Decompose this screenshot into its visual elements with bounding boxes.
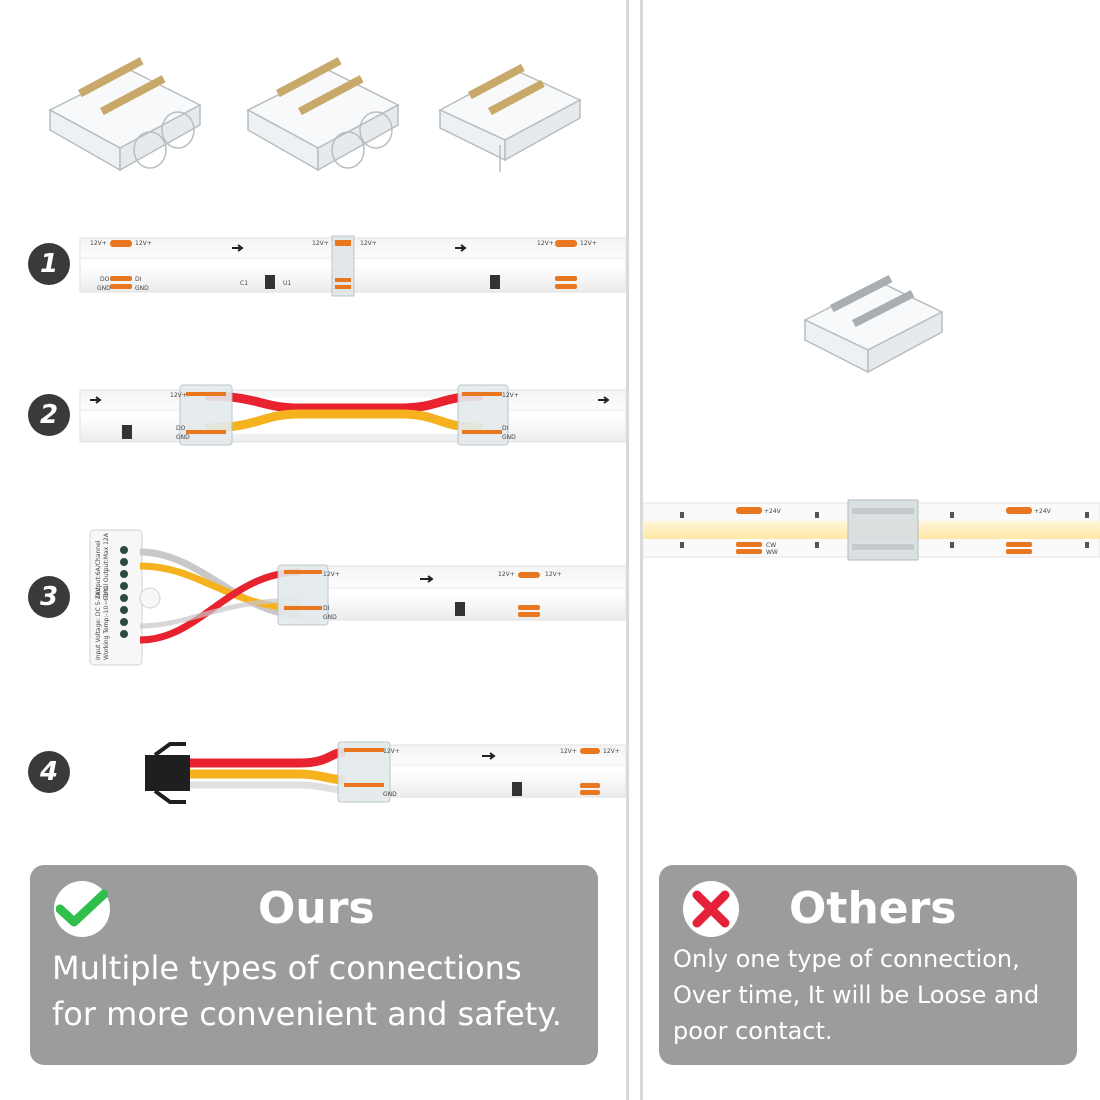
cob-label-24v-b: +24V [1034, 508, 1052, 515]
r3-label-di: DI [323, 605, 330, 612]
left-divider [626, 0, 629, 1100]
r1-label-gnd-b: GND [135, 285, 149, 292]
others-title: Others [789, 883, 957, 934]
strip-row-3 [89, 529, 627, 666]
r2-label-12v-a: 12V+ [170, 392, 187, 399]
r1-label-gnd-a: GND [97, 285, 111, 292]
ours-panel: Ours Multiple types of connections for m… [30, 865, 598, 1065]
connector-clip-3 [438, 63, 582, 172]
r1-label-12v-c: 12V+ [312, 240, 329, 247]
step-4-badge: 4 [28, 751, 70, 793]
r1-label-c1: C1 [240, 280, 248, 287]
r2-label-di: DI [502, 425, 509, 432]
cross-icon [692, 890, 730, 928]
strip-row-4 [145, 741, 627, 804]
controller-line-1: Input Voltage: DC 5-24V [95, 587, 102, 660]
right-divider [640, 0, 643, 1100]
r4-label-12v-c: 12V+ [603, 748, 620, 755]
r4-label-gnd: GND [383, 791, 397, 798]
r1-label-u1: U1 [283, 280, 291, 287]
r3-label-12v-c: 12V+ [545, 571, 562, 578]
controller-line-4: Total Output:Max 12A [103, 532, 110, 599]
ours-line-2: for more convenient and safety. [52, 995, 562, 1033]
r2-label-do: DO [176, 425, 186, 432]
others-line-1: Only one type of connection, [673, 945, 1020, 973]
others-line-3: poor contact. [673, 1017, 833, 1045]
connector-clip-1 [48, 57, 202, 172]
r3-label-12v-a: 12V+ [323, 571, 340, 578]
r1-label-12v-a: 12V+ [90, 240, 107, 247]
r3-label-12v-b: 12V+ [498, 571, 515, 578]
r2-label-12v-b: 12V+ [502, 392, 519, 399]
r4-label-12v-a: 12V+ [383, 748, 400, 755]
r1-label-12v-e: 12V+ [537, 240, 554, 247]
others-cob-strip [642, 499, 1100, 561]
r1-label-12v-d: 12V+ [360, 240, 377, 247]
r3-label-gnd: GND [323, 614, 337, 621]
r1-label-12v-f: 12V+ [580, 240, 597, 247]
others-connector-clip [803, 275, 944, 374]
strip-row-2 [79, 384, 627, 446]
r1-label-12v-b: 12V+ [135, 240, 152, 247]
check-icon [56, 889, 108, 927]
strip-row-1 [79, 235, 627, 297]
r1-label-do: DO [100, 276, 110, 283]
step-2-badge: 2 [28, 394, 70, 436]
r2-label-gnd-a: GND [176, 434, 190, 441]
cob-label-cw: CW [766, 542, 776, 549]
others-panel: Others Only one type of connection, Over… [659, 865, 1077, 1065]
ours-title: Ours [258, 883, 375, 934]
r2-label-gnd-b: GND [502, 434, 516, 441]
step-1-badge: 1 [28, 243, 70, 285]
ours-line-1: Multiple types of connections [52, 949, 522, 987]
cob-label-24v-a: +24V [764, 508, 782, 515]
r4-label-12v-b: 12V+ [560, 748, 577, 755]
others-line-2: Over time, It will be Loose and [673, 981, 1040, 1009]
step-3-badge: 3 [28, 576, 70, 618]
cob-label-ww: WW [766, 549, 778, 556]
cross-badge [683, 881, 739, 937]
check-badge [54, 881, 110, 937]
controller-line-2: Working Temp:-10~60°C [103, 586, 110, 660]
r1-label-di: DI [135, 276, 142, 283]
connector-clip-2 [246, 57, 400, 172]
controller-line-3: Output:6A/Channel [95, 540, 102, 598]
